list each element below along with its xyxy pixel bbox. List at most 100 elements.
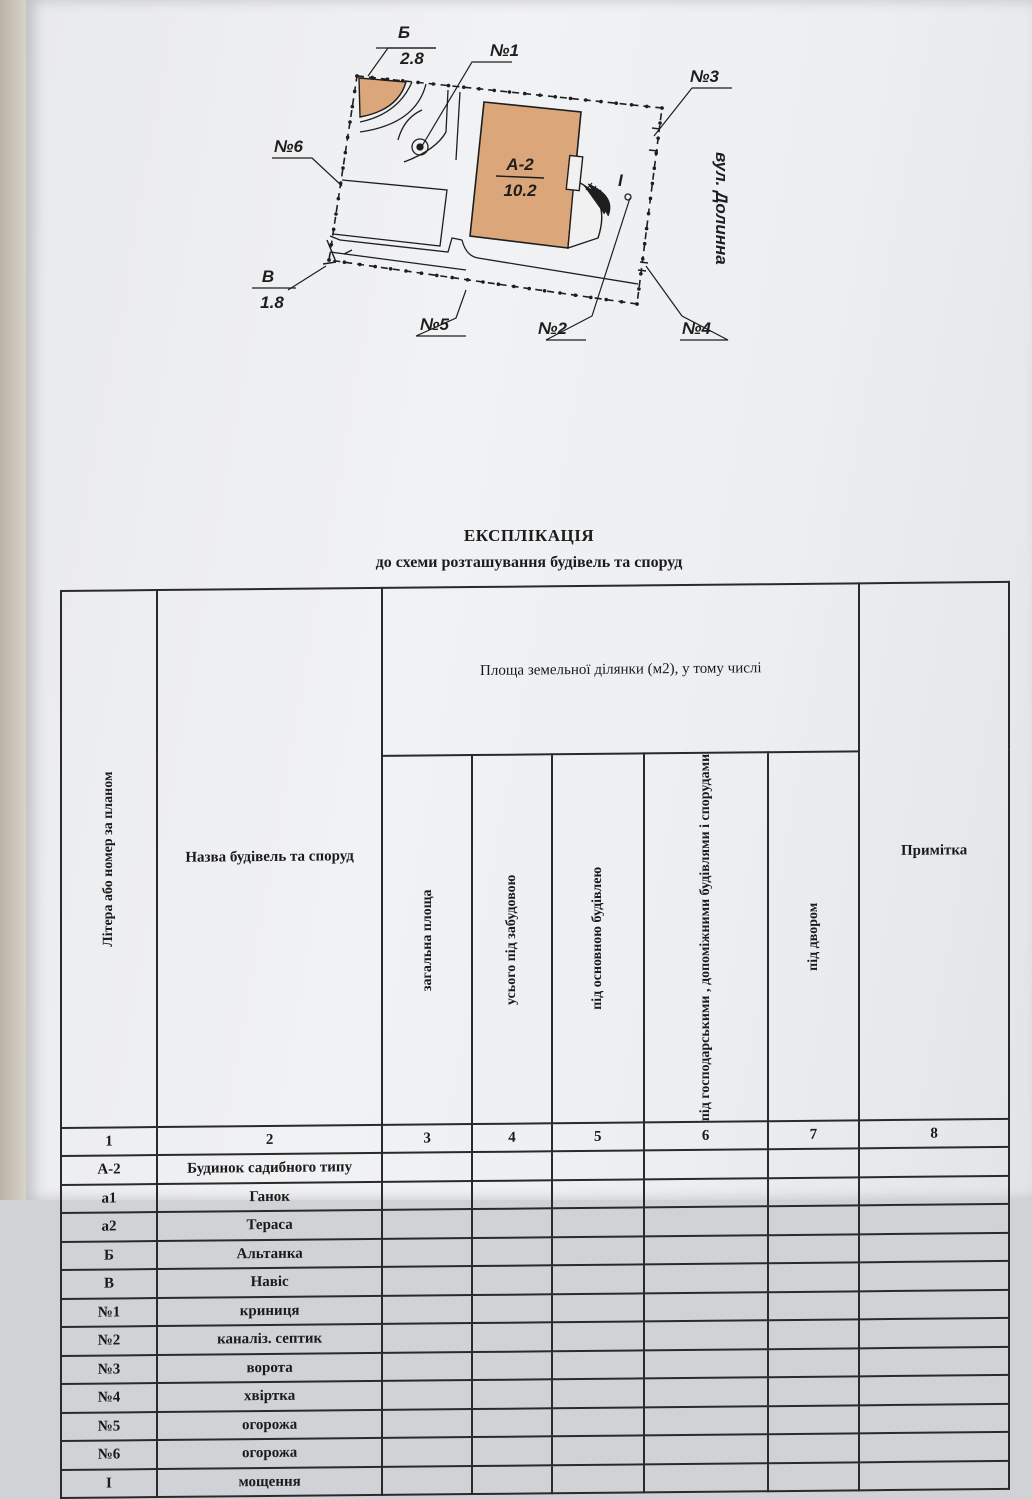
- empty-cell: [472, 1379, 552, 1409]
- fence-post: [639, 272, 643, 276]
- fence-post: [542, 289, 547, 293]
- col-num: 3: [382, 1124, 473, 1154]
- header-name: Назва будівель та споруд: [156, 587, 383, 1128]
- empty-cell: [859, 1289, 1009, 1320]
- fence-post: [522, 91, 527, 96]
- col-num: 7: [767, 1120, 860, 1150]
- empty-cell: [382, 1351, 473, 1382]
- row-name: Навіс: [156, 1267, 383, 1298]
- col-num: 5: [551, 1122, 644, 1152]
- empty-cell: [382, 1437, 473, 1467]
- empty-cell: [643, 1149, 768, 1180]
- fence-post: [419, 271, 424, 276]
- empty-cell: [767, 1148, 860, 1179]
- empty-cell: [551, 1435, 644, 1466]
- label-n5: №5: [420, 315, 449, 334]
- fence-post: [343, 150, 348, 155]
- label-v-letter: В: [262, 267, 274, 286]
- fence-post: [404, 269, 408, 273]
- fence-post: [388, 267, 393, 271]
- empty-cell: [643, 1406, 768, 1436]
- row-code: а1: [61, 1183, 157, 1214]
- empty-cell: [551, 1264, 644, 1295]
- fence-post: [345, 135, 350, 140]
- row-name: ворота: [156, 1352, 383, 1384]
- empty-cell: [859, 1261, 1009, 1292]
- empty-cell: [382, 1294, 473, 1325]
- empty-cell: [382, 1408, 473, 1439]
- empty-cell: [382, 1180, 473, 1211]
- fence-post: [496, 282, 501, 287]
- empty-cell: [767, 1376, 860, 1407]
- empty-cell: [859, 1204, 1009, 1235]
- header-note: Примітка: [859, 581, 1009, 1121]
- header-code: Літера або номер за планом: [61, 590, 157, 1129]
- fence-post: [589, 295, 593, 300]
- fence-post: [416, 80, 420, 85]
- empty-cell: [551, 1293, 644, 1323]
- fence-post: [644, 104, 649, 109]
- label-n2: №2: [538, 319, 567, 338]
- fence-post: [527, 286, 531, 291]
- empty-cell: [643, 1206, 768, 1237]
- fence-post: [644, 226, 649, 231]
- empty-cell: [551, 1378, 644, 1409]
- empty-cell: [859, 1432, 1009, 1463]
- site-scheme: Б 2.8 №1 №3 №6 А-2 10.2 І В 1.8 №5 №2 №4…: [252, 23, 732, 341]
- house-a2-shape: [469, 101, 582, 249]
- fence-post: [642, 241, 647, 246]
- row-name: огорожа: [156, 1438, 383, 1469]
- row-name: огорожа: [156, 1409, 383, 1441]
- empty-cell: [643, 1463, 768, 1493]
- empty-cell: [767, 1319, 860, 1350]
- row-code: а2: [61, 1212, 157, 1242]
- fence-post: [568, 96, 573, 101]
- empty-cell: [382, 1266, 473, 1296]
- row-code: А-2: [61, 1155, 157, 1185]
- empty-cell: [382, 1152, 473, 1182]
- gazebo-b-shape: [358, 77, 407, 118]
- row-code: №5: [61, 1411, 157, 1442]
- fence-post: [538, 93, 542, 97]
- empty-cell: [551, 1464, 644, 1494]
- header-built-area: усього під забудовою: [472, 754, 552, 1125]
- empty-cell: [643, 1349, 768, 1379]
- empty-cell: [643, 1292, 768, 1322]
- fence-post: [373, 264, 378, 269]
- leader-lines: [252, 47, 732, 341]
- col-num: 4: [472, 1123, 552, 1153]
- fence-post: [599, 99, 603, 104]
- empty-cell: [643, 1320, 768, 1351]
- row-code: №2: [61, 1326, 157, 1356]
- empty-cell: [551, 1350, 644, 1380]
- row-name: Ганок: [156, 1181, 383, 1213]
- fence-post: [350, 104, 355, 109]
- fence-post: [583, 98, 588, 102]
- fence-post: [334, 212, 338, 216]
- empty-cell: [472, 1351, 552, 1381]
- empty-cell: [382, 1209, 473, 1239]
- row-code: В: [61, 1269, 157, 1299]
- label-n3: №3: [690, 67, 719, 86]
- row-name: Будинок садибного типу: [156, 1153, 383, 1184]
- row-name: Тераса: [156, 1210, 383, 1241]
- label-b-letter: Б: [398, 23, 410, 42]
- fence-post: [461, 85, 466, 89]
- porch-shape: [565, 154, 584, 192]
- empty-cell: [859, 1375, 1009, 1406]
- fence-post: [336, 196, 341, 201]
- fence-post: [342, 260, 347, 265]
- fence-post: [431, 82, 436, 86]
- label-b-value: 2.8: [399, 49, 424, 68]
- header-auxiliary: під господарськими , допоміжними будівля…: [643, 752, 768, 1123]
- empty-cell: [472, 1208, 552, 1238]
- empty-cell: [767, 1177, 860, 1207]
- label-n6: №6: [274, 137, 303, 156]
- fence-post: [327, 258, 331, 262]
- empty-cell: [767, 1205, 860, 1236]
- row-name: каналіз. септик: [156, 1324, 383, 1355]
- empty-cell: [643, 1434, 768, 1465]
- fence-post: [558, 291, 562, 295]
- empty-cell: [859, 1403, 1009, 1434]
- empty-cell: [551, 1407, 644, 1437]
